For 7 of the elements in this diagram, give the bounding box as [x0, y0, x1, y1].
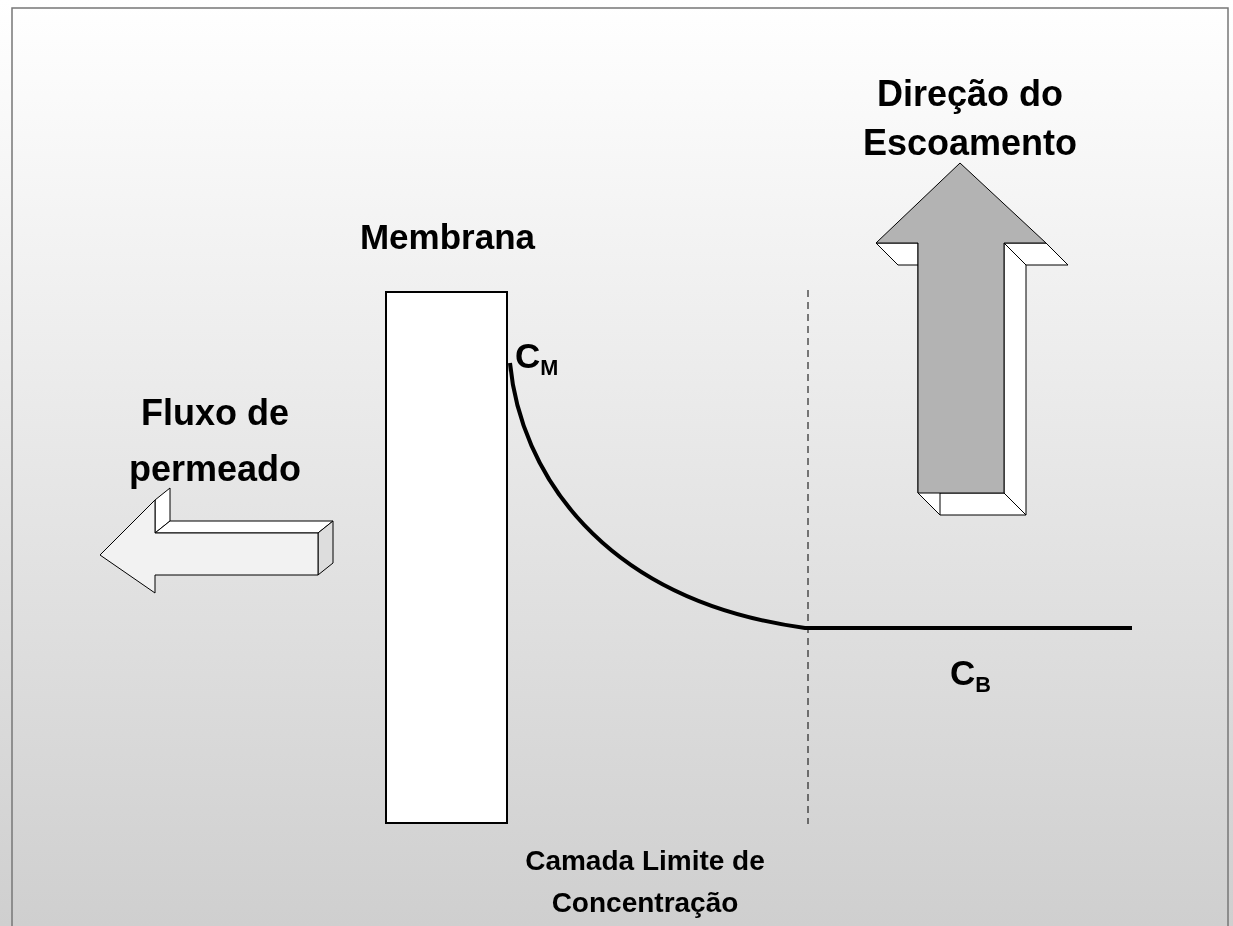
membrane-rectangle: [385, 291, 508, 824]
permeate-flux-label: Fluxo de permeado: [127, 391, 303, 491]
boundary-layer-label: Camada Limite de Concentração: [524, 844, 766, 920]
concentration-label: C$_{M}$: [515, 335, 560, 381]
membrane-label: Membrana: [358, 216, 537, 258]
flow-direction-label: Direção do Escoamento: [861, 72, 1079, 165]
concentration-label: C$_{B}$: [950, 652, 992, 698]
